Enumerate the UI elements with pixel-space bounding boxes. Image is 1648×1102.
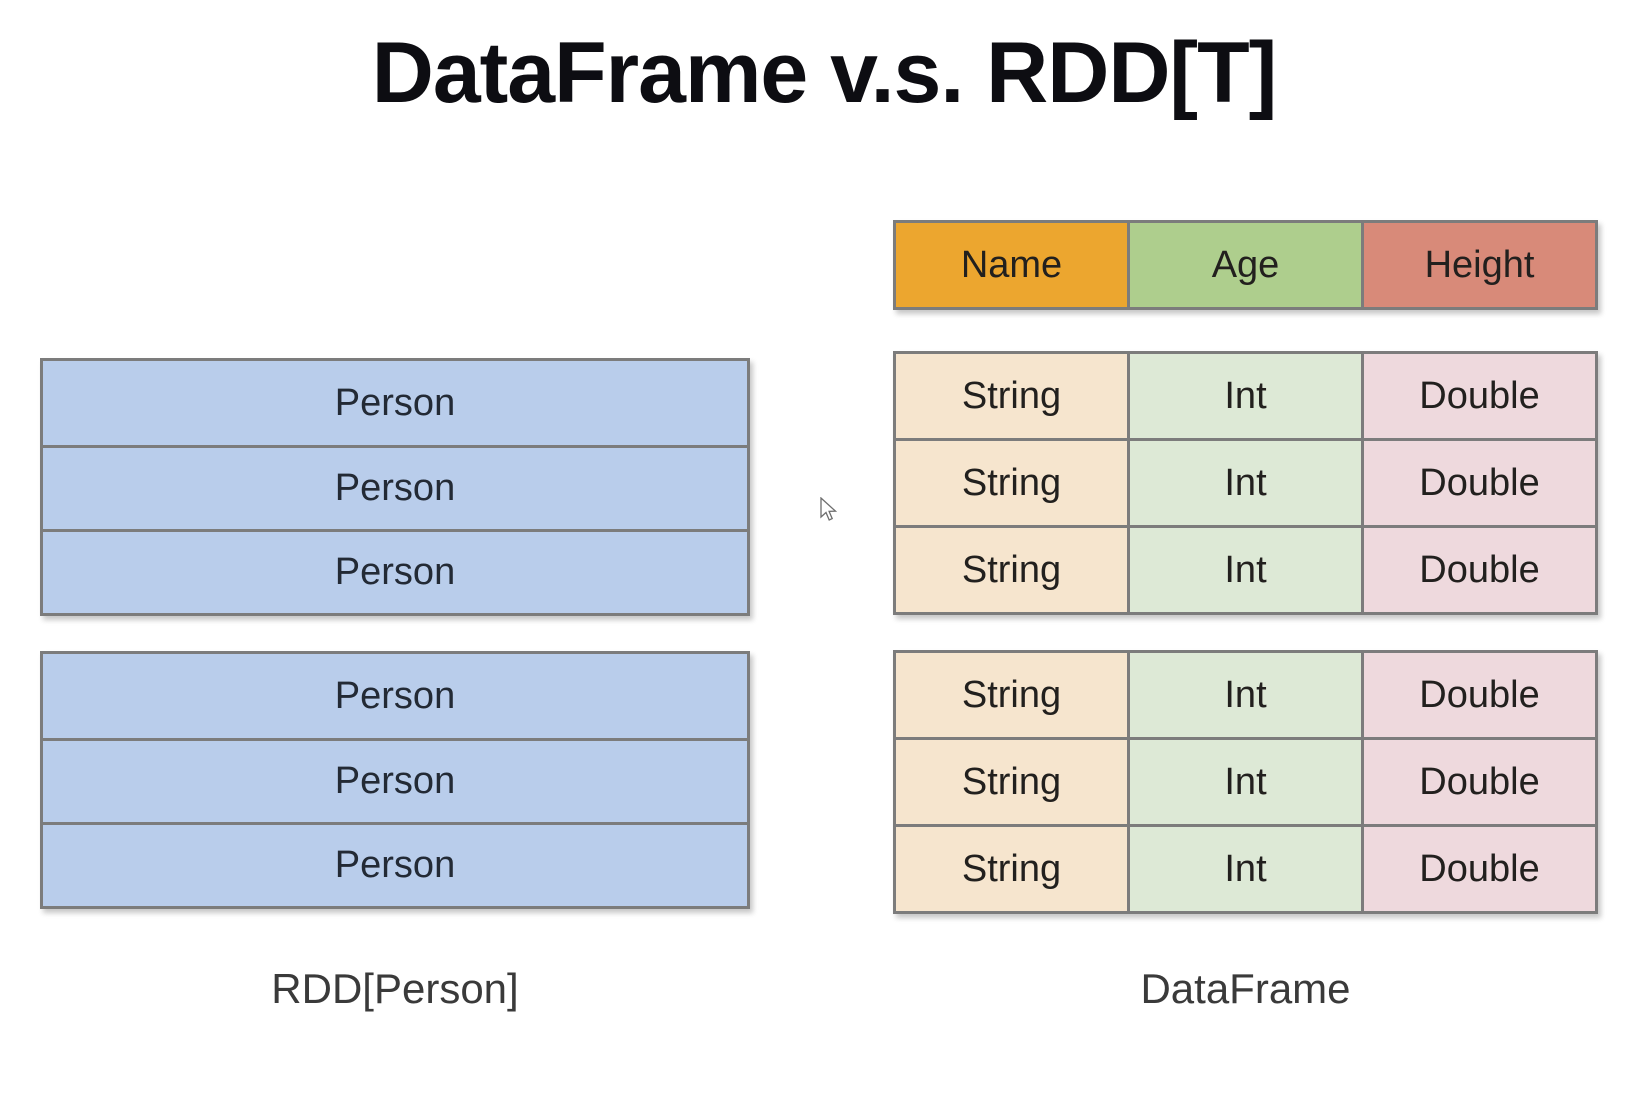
rdd-element-label: Person: [334, 467, 456, 509]
column-header-label: Name: [960, 243, 1063, 286]
cell-name-type: String: [896, 528, 1127, 612]
cell-label: Int: [1224, 760, 1267, 803]
cell-age-type: Int: [1127, 354, 1361, 438]
cell-label: Double: [1419, 461, 1540, 504]
cell-label: String: [961, 760, 1062, 803]
rdd-element: Person: [43, 445, 747, 529]
cell-label: Double: [1419, 847, 1540, 890]
cell-label: String: [961, 673, 1062, 716]
dataframe-partition-2: String Int Double String Int Double: [893, 650, 1598, 914]
table-row: String Int Double: [896, 824, 1595, 911]
table-row: String Int Double: [896, 737, 1595, 824]
cell-name-type: String: [896, 441, 1127, 525]
rdd-element-label: Person: [334, 381, 456, 424]
cell-label: Double: [1419, 548, 1540, 591]
cell-age-type: Int: [1127, 827, 1361, 911]
rdd-element: Person: [43, 738, 747, 822]
column-header-label: Age: [1211, 243, 1280, 286]
table-row: Name Age Height: [896, 223, 1595, 307]
rdd-element: Person: [43, 361, 747, 445]
rdd-partition-1: Person Person Person: [40, 358, 750, 616]
rdd-partition-2: Person Person Person: [40, 651, 750, 909]
mouse-pointer-icon: [820, 496, 840, 523]
cell-age-type: Int: [1127, 441, 1361, 525]
cell-label: Int: [1224, 673, 1267, 716]
page-title: DataFrame v.s. RDD[T]: [371, 25, 1278, 121]
rdd-element-label: Person: [334, 844, 456, 886]
column-header-name: Name: [896, 223, 1127, 307]
cell-label: String: [961, 847, 1062, 890]
cell-height-type: Double: [1361, 441, 1595, 525]
dataframe-caption: DataFrame: [1140, 965, 1351, 1012]
dataframe-diagram: Name Age Height String Int Dou: [893, 220, 1598, 914]
table-row: String Int Double: [896, 653, 1595, 737]
cell-label: String: [961, 374, 1062, 417]
cell-height-type: Double: [1361, 653, 1595, 737]
cell-height-type: Double: [1361, 528, 1595, 612]
rdd-element: Person: [43, 822, 747, 906]
cell-label: String: [961, 548, 1062, 591]
column-header-label: Height: [1424, 243, 1535, 286]
cell-label: Int: [1224, 461, 1267, 504]
rdd-element-label: Person: [334, 551, 456, 593]
cell-height-type: Double: [1361, 354, 1595, 438]
rdd-diagram: Person Person Person Person Person Perso…: [40, 358, 750, 909]
table-row: String Int Double: [896, 354, 1595, 438]
cell-label: Int: [1224, 374, 1267, 417]
table-row: String Int Double: [896, 525, 1595, 612]
cell-label: Double: [1419, 760, 1540, 803]
rdd-caption: RDD[Person]: [271, 965, 519, 1012]
cell-name-type: String: [896, 827, 1127, 911]
table-row: String Int Double: [896, 438, 1595, 525]
cell-label: Double: [1419, 374, 1540, 417]
cell-age-type: Int: [1127, 740, 1361, 824]
cell-height-type: Double: [1361, 740, 1595, 824]
cell-label: String: [961, 461, 1062, 504]
rdd-element-label: Person: [334, 674, 456, 717]
cell-name-type: String: [896, 740, 1127, 824]
rdd-element-label: Person: [334, 760, 456, 802]
cell-name-type: String: [896, 653, 1127, 737]
cell-age-type: Int: [1127, 653, 1361, 737]
dataframe-partition-1: String Int Double String Int Double: [893, 351, 1598, 615]
cell-label: Int: [1224, 548, 1267, 591]
column-header-age: Age: [1127, 223, 1361, 307]
cell-age-type: Int: [1127, 528, 1361, 612]
cell-label: Double: [1419, 673, 1540, 716]
cell-label: Int: [1224, 847, 1267, 890]
dataframe-schema-header: Name Age Height: [893, 220, 1598, 310]
rdd-element: Person: [43, 529, 747, 613]
rdd-element: Person: [43, 654, 747, 738]
column-header-height: Height: [1361, 223, 1595, 307]
cell-name-type: String: [896, 354, 1127, 438]
cell-height-type: Double: [1361, 827, 1595, 911]
